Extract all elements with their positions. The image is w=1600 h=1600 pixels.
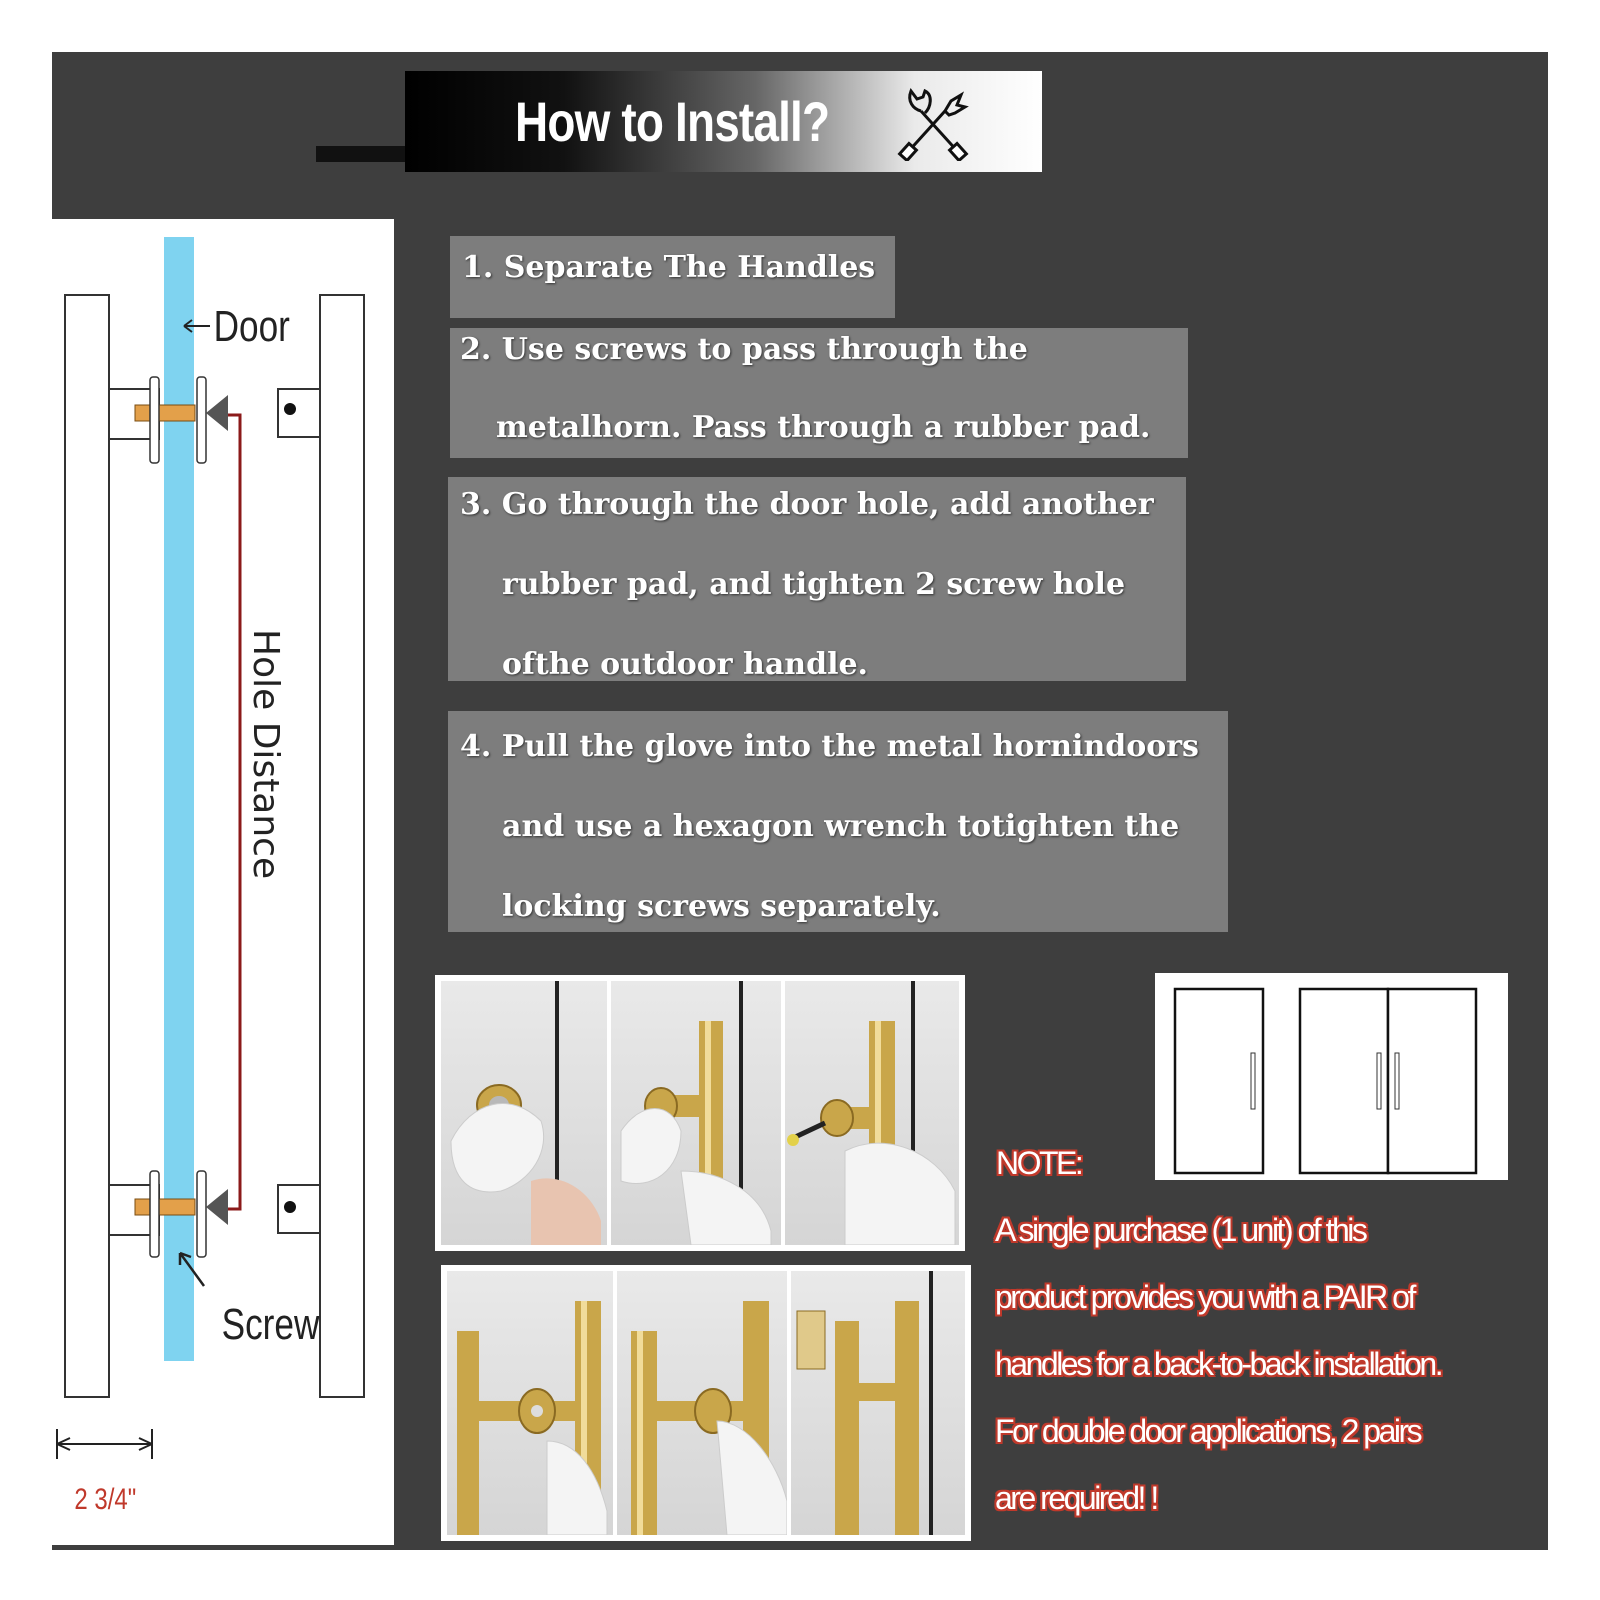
width-dimension-icon (56, 1429, 153, 1459)
glass-door (164, 237, 194, 1361)
installation-diagram: Door Hole Distance Screw 2 3/4" (52, 219, 394, 1545)
installation-photos-top (435, 975, 965, 1251)
step-4-line-2: and use a hexagon wrench totighten the (502, 809, 1180, 844)
photo-1 (441, 981, 607, 1245)
screw-hole-bottom (284, 1201, 296, 1213)
washer-left-bottom (149, 1170, 160, 1258)
step-3: 3. Go through the door hole, add another… (448, 477, 1186, 682)
door-arrow-icon (183, 319, 210, 333)
installation-photos-bottom (441, 1265, 971, 1541)
double-door-left-icon (1298, 987, 1390, 1175)
page-title: How to Install? (515, 90, 830, 153)
right-standoff-top (277, 388, 321, 438)
note-line-3: handles for a back-to-back installation. (995, 1346, 1444, 1382)
step-2-line-2: metalhorn. Pass through a rubber pad. (496, 410, 1151, 445)
width-label: 2 3/4" (74, 1481, 136, 1515)
step-3-line-1: 3. Go through the door hole, add another (460, 487, 1154, 522)
hole-distance-bracket (228, 413, 242, 1211)
cone-bottom (206, 1189, 228, 1225)
note-line-5: are required! ! (995, 1480, 1159, 1516)
step-4: 4. Pull the glove into the metal hornind… (448, 711, 1228, 932)
right-standoff-bottom (277, 1184, 321, 1234)
door-label: Door (214, 302, 290, 351)
single-door-icon (1173, 987, 1265, 1175)
right-handle-bar (319, 294, 365, 1398)
title-underline (316, 146, 426, 162)
handle-diagram-svg: Door Hole Distance Screw 2 3/4" (56, 237, 365, 1516)
screw-arrow-icon (178, 1251, 206, 1287)
title-banner: How to Install? (405, 71, 1042, 172)
photo-6 (791, 1271, 965, 1535)
photo-4 (447, 1271, 613, 1535)
note-line-2: product provides you with a PAIR of (995, 1279, 1416, 1315)
screw-label: Screw (222, 1300, 320, 1349)
screw-hole-top (284, 403, 296, 415)
step-3-line-3: ofthe outdoor handle. (502, 647, 869, 682)
hole-distance-label: Hole Distance (245, 629, 286, 879)
tools-icon (897, 87, 969, 161)
washer-right-top (196, 376, 207, 464)
step-2-line-1: 2. Use screws to pass through the (460, 332, 1028, 367)
note-heading: NOTE: (996, 1145, 1084, 1181)
door-illustrations (1155, 973, 1508, 1180)
washer-right-bottom (196, 1170, 207, 1258)
note-line-1: A single purchase (1 unit) of this (995, 1212, 1368, 1248)
double-door-right-icon (1386, 987, 1478, 1175)
photo-5 (617, 1271, 787, 1535)
step-2: 2. Use screws to pass through the metalh… (450, 328, 1188, 458)
screw-rod-top (134, 404, 196, 422)
cone-top (206, 395, 228, 431)
step-4-line-3: locking screws separately. (502, 889, 941, 924)
washer-left-top (149, 376, 160, 464)
photo-3 (785, 981, 959, 1245)
photo-2 (611, 981, 781, 1245)
step-1: 1. Separate The Handles (450, 236, 895, 318)
screw-rod-bottom (134, 1198, 196, 1216)
left-handle-bar (64, 294, 110, 1398)
step-3-line-2: rubber pad, and tighten 2 screw hole (502, 567, 1126, 602)
step-1-line-1: 1. Separate The Handles (462, 250, 876, 285)
note-line-4: For double door applications, 2 pairs (995, 1413, 1423, 1449)
step-4-line-1: 4. Pull the glove into the metal hornind… (460, 729, 1199, 764)
